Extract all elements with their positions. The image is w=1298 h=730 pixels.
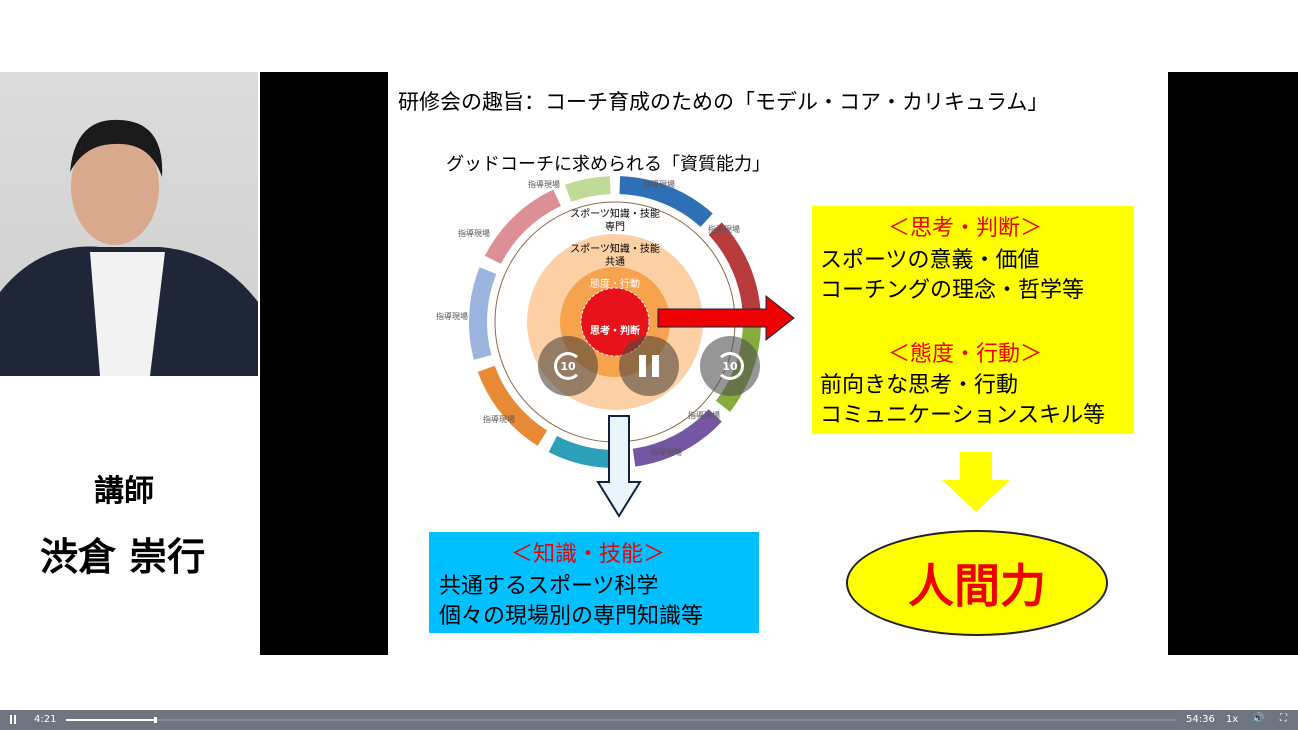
slide-subtitle: グッドコーチに求められる「資質能力」 xyxy=(446,154,770,175)
common-label: スポーツ知識・技能 xyxy=(570,242,660,255)
box-line: 共通するスポーツ科学 xyxy=(439,574,659,599)
box-line: コミュニケーションスキル等 xyxy=(820,403,1106,428)
rewind-icon: 10 xyxy=(554,352,582,380)
forward-icon: 10 xyxy=(716,352,744,380)
duration: 54:36 xyxy=(1186,714,1215,725)
rewind-10-button[interactable]: 10 xyxy=(538,336,598,396)
box-heading: ＜知識・技能＞ xyxy=(511,542,666,567)
thinking-attitude-box: ＜思考・判断＞ スポーツの意義・価値 コーチングの理念・哲学等 ＜態度・行動＞ … xyxy=(812,206,1134,434)
volume-icon[interactable]: 🔊 xyxy=(1252,713,1265,724)
seek-handle[interactable] xyxy=(153,717,157,723)
seek-progress xyxy=(66,717,157,723)
thinking-label: 思考・判断 xyxy=(590,324,640,337)
box-line: 前向きな思考・行動 xyxy=(820,373,1019,398)
presenter-name: 渋倉 崇行 xyxy=(40,535,206,579)
box-line: スポーツの意義・価値 xyxy=(820,248,1040,273)
pause-button[interactable] xyxy=(619,336,679,396)
box-line: 個々の現場別の専門知識等 xyxy=(439,604,704,629)
play-pause-button[interactable] xyxy=(10,715,16,724)
ring-label: 指導現場 xyxy=(528,179,560,189)
ring-label: 指導現場 xyxy=(643,179,675,189)
forward-10-button[interactable]: 10 xyxy=(700,336,760,396)
ring-label: 指導現場 xyxy=(436,311,468,321)
box-line: コーチングの理念・哲学等 xyxy=(820,278,1085,303)
common-sub: 共通 xyxy=(605,256,625,268)
player-controls: 4:21 54:36 1x 🔊 ⛶ xyxy=(0,710,1298,730)
presenter-figure xyxy=(0,119,258,376)
knowledge-box: ＜知識・技能＞ 共通するスポーツ科学 個々の現場別の専門知識等 xyxy=(429,532,759,633)
ring-segment xyxy=(548,436,623,468)
ring-label: 指導現場 xyxy=(483,414,515,424)
ring-label: 指導現場 xyxy=(650,447,682,457)
speed-button[interactable]: 1x xyxy=(1226,714,1239,725)
ring-segment xyxy=(469,267,497,360)
ring-segment xyxy=(632,409,722,467)
letterbox-left xyxy=(260,72,388,655)
arrow-right xyxy=(657,294,795,342)
arrow-down xyxy=(596,415,642,518)
ring-segment xyxy=(565,176,611,202)
attitude-label: 態度・行動 xyxy=(590,277,640,290)
slide: 研修会の趣旨：コーチ育成のための「モデル・コア・カリキュラム」 グッドコーチに求… xyxy=(388,72,1168,655)
presenter-video xyxy=(0,72,258,376)
pause-icon xyxy=(639,355,659,377)
ring-label: 指導現場 xyxy=(458,228,490,238)
rewind-seconds: 10 xyxy=(560,359,576,373)
ring-segment xyxy=(484,189,561,264)
seek-bar[interactable] xyxy=(66,717,1176,723)
ring-segment xyxy=(477,365,548,446)
ring-segment xyxy=(708,222,761,316)
box-heading: ＜態度・行動＞ xyxy=(888,342,1043,367)
ring-segment xyxy=(619,176,713,227)
slide-title: 研修会の趣旨：コーチ育成のための「モデル・コア・カリキュラム」 xyxy=(398,90,1049,114)
ring-label: 指導現場 xyxy=(708,224,740,234)
forward-seconds: 10 xyxy=(722,359,738,373)
current-time: 4:21 xyxy=(34,714,57,725)
fullscreen-icon[interactable]: ⛶ xyxy=(1280,713,1287,724)
box-heading: ＜思考・判断＞ xyxy=(888,216,1043,241)
letterbox-right xyxy=(1168,72,1298,655)
arrow-down-yellow xyxy=(942,452,1010,512)
result-ellipse: 人間力 xyxy=(846,530,1108,636)
presenter-role: 講師 xyxy=(94,474,154,509)
outer-sub: 専門 xyxy=(605,221,625,233)
result-label: 人間力 xyxy=(908,559,1046,613)
ring-label: 指導現場 xyxy=(688,410,720,420)
outer-label: スポーツ知識・技能 xyxy=(570,207,660,220)
